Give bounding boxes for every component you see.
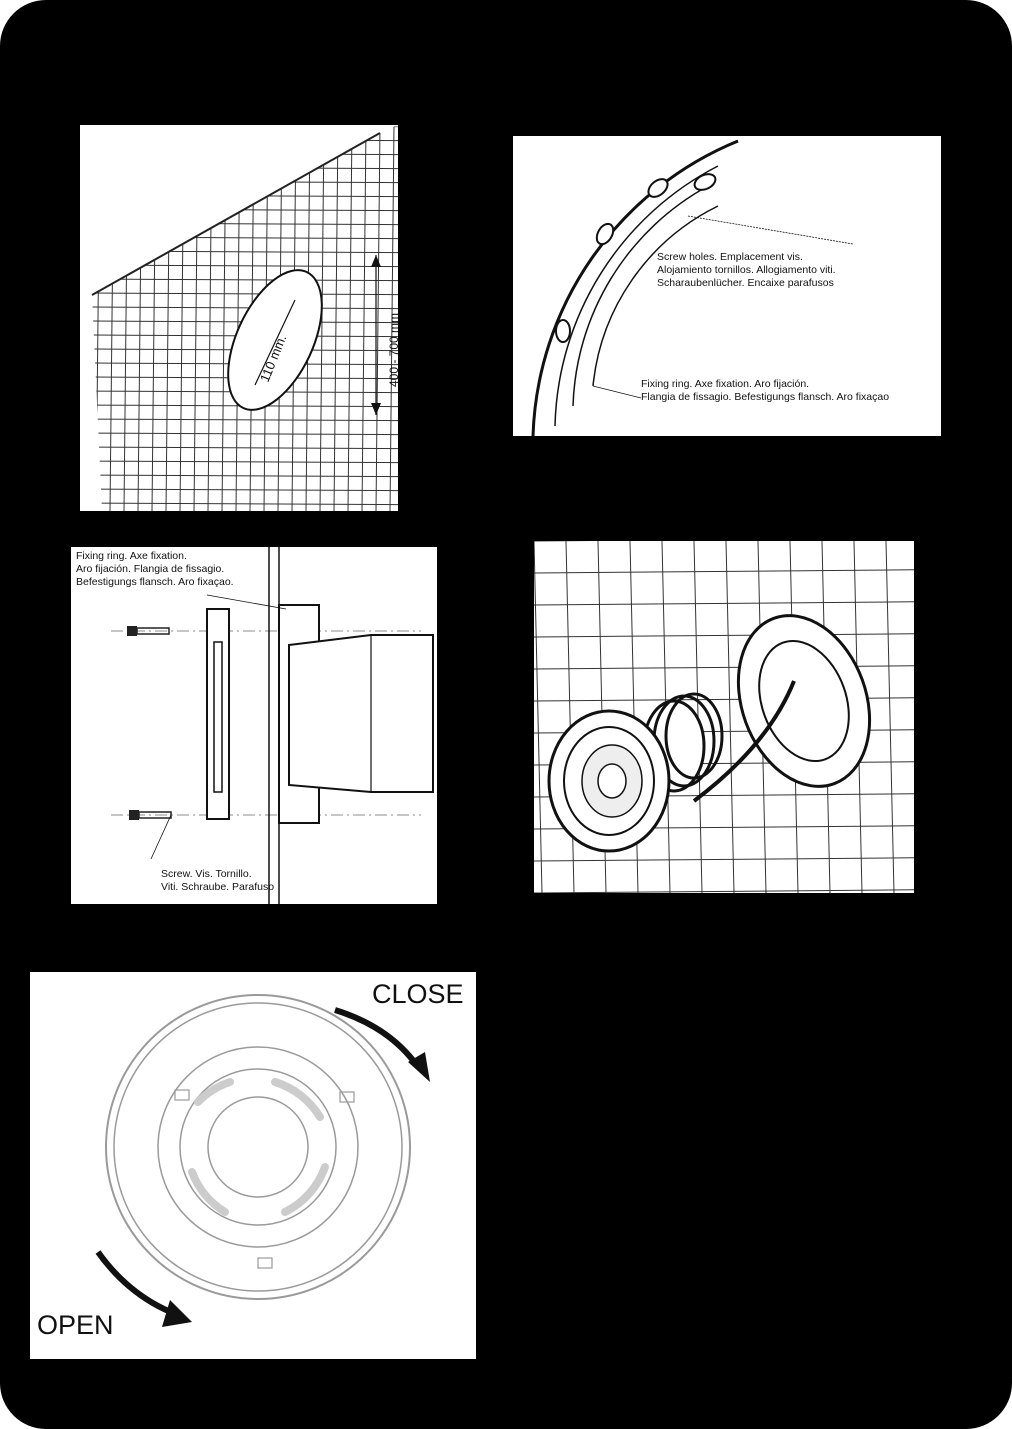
screw-line: Viti. Schraube. Parafuso <box>161 881 274 893</box>
diameter-line <box>254 299 296 386</box>
fixing-ring-label: Fixing ring. Axe fixation. Aro fijación.… <box>641 378 889 403</box>
fixing-ring-inner <box>213 641 223 793</box>
figure-cross-section: Fixing ring. Axe fixation. Aro fijación.… <box>71 547 437 904</box>
figure-fixing-ring-detail: Screw holes. Emplacement vis. Alojamient… <box>513 136 941 436</box>
screw-hole <box>555 319 571 343</box>
fixing-ring-leader <box>206 594 287 610</box>
ring-arc-2 <box>554 165 719 427</box>
figure-wall-hole: 110 mm. 400 - 700 mm <box>80 125 398 511</box>
light-front-view <box>105 994 411 1300</box>
fixing-ring-line: Aro fijación. Flangia de fissagio. <box>76 563 224 575</box>
figure-open-close: CLOSE OPEN <box>30 972 476 1359</box>
screw-holes-line: Scharaubenlücher. Encaixe parafusos <box>657 277 834 289</box>
dimension-arrow-down-icon <box>371 403 381 415</box>
open-arrowhead-icon <box>162 1300 192 1327</box>
close-label: CLOSE <box>372 979 464 1009</box>
fixing-ring-leader-line <box>592 385 642 399</box>
fixing-ring-line: Flangia de fissagio. Befestigungs flansc… <box>641 391 889 403</box>
figure-light-installation <box>534 541 914 893</box>
fixing-ring-line: Fixing ring. Axe fixation. <box>76 550 187 562</box>
screw-line: Screw. Vis. Tornillo. <box>161 868 252 880</box>
light-cable <box>692 680 796 803</box>
ring-arc-4 <box>592 205 719 387</box>
screw-label: Screw. Vis. Tornillo. Viti. Schraube. Pa… <box>161 868 274 893</box>
screw-holes-label: Screw holes. Emplacement vis. Alojamient… <box>657 251 839 289</box>
open-label: OPEN <box>37 1310 114 1340</box>
open-arrow <box>95 1250 180 1318</box>
niche-body <box>288 634 434 793</box>
wall-hole <box>227 269 323 411</box>
fixing-ring-line: Fixing ring. Axe fixation. Aro fijación. <box>641 378 809 390</box>
fixing-ring-label: Fixing ring. Axe fixation. Aro fijación.… <box>76 550 234 588</box>
wall-hole-drawing: 110 mm. 400 - 700 mm <box>91 125 398 511</box>
screw-hole <box>693 173 717 191</box>
niche-ring <box>736 614 872 788</box>
screw-holes-line: Alojamiento tornillos. Allogiamento viti… <box>657 264 836 276</box>
tile-grid <box>92 125 398 511</box>
light-installation-drawing <box>534 541 914 893</box>
dimension-arrow-up-icon <box>371 255 381 267</box>
outer-ring-arc <box>531 139 739 436</box>
cross-section-drawing: Fixing ring. Axe fixation. Aro fijación.… <box>76 547 434 904</box>
height-label: 400 - 700 mm <box>387 313 398 387</box>
screw-holes-line: Screw holes. Emplacement vis. <box>657 251 803 263</box>
close-arrowhead-icon <box>408 1052 430 1082</box>
screw-holes-leader-line <box>687 215 854 245</box>
fixing-ring-detail-drawing: Screw holes. Emplacement vis. Alojamient… <box>531 139 889 436</box>
ring-arc-3 <box>572 185 709 407</box>
screw-leader <box>150 814 172 860</box>
open-close-drawing: CLOSE OPEN <box>37 979 464 1340</box>
light-fixture <box>547 709 671 853</box>
screw-hole <box>595 222 615 246</box>
fixing-ring-line: Befestigungs flansch. Aro fixaçao. <box>76 576 234 588</box>
close-arrow <box>334 1007 421 1069</box>
screw-hole <box>647 178 669 198</box>
pool-edge-line <box>91 132 381 296</box>
screw-top <box>127 626 170 636</box>
